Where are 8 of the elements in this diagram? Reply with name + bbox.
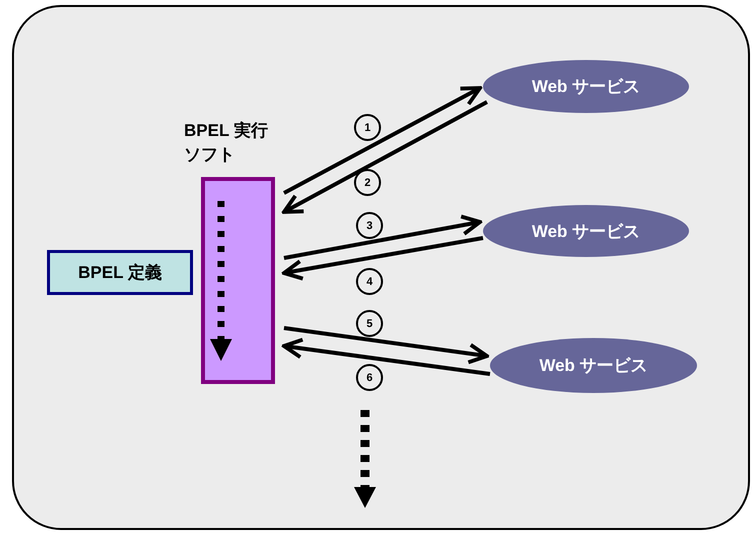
arrow — [282, 100, 488, 214]
arrow — [284, 214, 482, 260]
arrow — [282, 338, 490, 376]
arrow — [283, 86, 482, 195]
process-box: BPEL 定義 — [47, 250, 193, 295]
arrow — [284, 326, 489, 364]
arrow — [282, 236, 484, 281]
box-heading: BPEL 実行ソフト — [184, 120, 269, 166]
